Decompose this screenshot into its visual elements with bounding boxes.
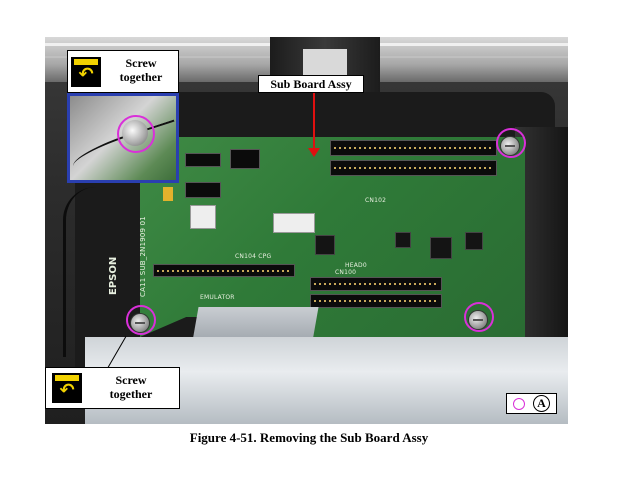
- board-chip: [315, 235, 335, 255]
- white-connector: [273, 213, 315, 233]
- legend-letter: A: [533, 395, 550, 412]
- screw-together-icon: ↶: [52, 373, 82, 403]
- yellow-component: [163, 187, 173, 201]
- silk-part-number: CA11 SUB_2N1909 01: [139, 216, 147, 297]
- callout-bottom-line2: together: [109, 387, 153, 401]
- callout-bottom-line1: Screw: [115, 373, 147, 387]
- callout-top-line2: together: [119, 70, 163, 84]
- silk-cn102: CN102: [365, 197, 387, 204]
- figure-caption: Figure 4-51. Removing the Sub Board Assy: [189, 430, 429, 445]
- board-brand: EPSON: [108, 256, 119, 295]
- white-connector: [190, 205, 216, 229]
- label-arrow-line: [313, 93, 315, 151]
- marker-legend-icon: [513, 398, 525, 410]
- silk-cn104: CN104 CPG: [235, 253, 272, 260]
- screw-together-callout-top: ↶ Screw together: [67, 50, 179, 93]
- small-connector: [185, 153, 221, 167]
- sub-board-assy-label: Sub Board Assy: [258, 75, 364, 93]
- callout-top-line1: Screw: [125, 56, 157, 70]
- legend-box: A: [506, 393, 557, 414]
- screw-detail-inset: [67, 93, 179, 183]
- board-connector: [310, 277, 442, 291]
- screw-together-callout-bottom: ↶ Screw together: [45, 367, 180, 409]
- silk-emulator: EMULATOR: [200, 294, 235, 301]
- board-connector: [330, 140, 497, 156]
- cable: [63, 187, 96, 357]
- silk-head0: HEAD0: [345, 262, 367, 269]
- screw-marker-ring: [464, 302, 494, 332]
- board-connector: [310, 294, 442, 308]
- silk-cn100: CN100: [335, 269, 357, 276]
- screw-marker-ring: [496, 128, 526, 158]
- screw-together-icon: ↶: [71, 57, 101, 87]
- board-chip: [430, 237, 452, 259]
- board-connector: [153, 264, 295, 277]
- board-chip: [395, 232, 411, 248]
- small-connector: [230, 149, 260, 169]
- label-arrow-head: [308, 148, 320, 157]
- screw-marker-ring: [117, 115, 155, 153]
- board-connector: [330, 160, 497, 176]
- screw-marker-ring: [126, 305, 156, 335]
- board-chip: [465, 232, 483, 250]
- small-connector: [185, 182, 221, 198]
